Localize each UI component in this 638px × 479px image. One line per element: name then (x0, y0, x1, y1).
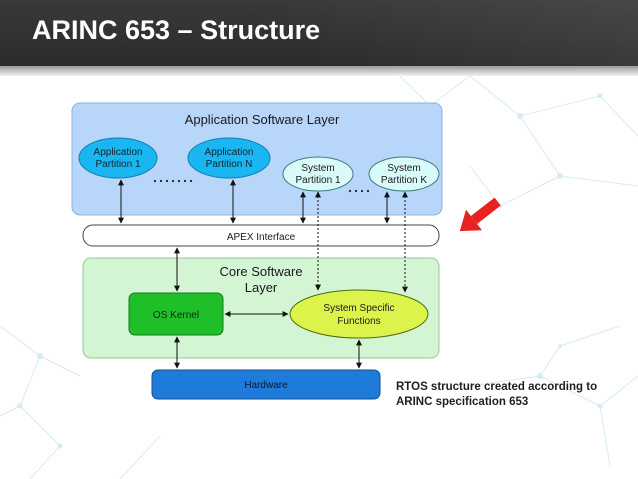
slide-title: ARINC 653 – Structure (32, 15, 321, 45)
title-bar-sheen (278, 0, 638, 66)
diagram-caption: RTOS structure created according to ARIN… (396, 380, 626, 410)
red-pointer-arrow-icon (459, 197, 501, 232)
app-partition-n-line1: Application (205, 147, 254, 158)
core-layer-label-line2: Layer (245, 280, 278, 295)
application-layer-label: Application Software Layer (185, 112, 340, 127)
ellipsis-dots-sys (348, 189, 370, 193)
app-partition-1-line2: Partition 1 (95, 159, 140, 170)
system-specific-functions (289, 289, 429, 339)
sys-partition-k-line2: Partition K (381, 175, 427, 186)
system-partition-1 (282, 156, 354, 192)
ellipsis-dots-app (153, 179, 193, 183)
caption-line-1: RTOS structure created according to (396, 381, 598, 393)
app-partition-1-line1: Application (94, 147, 143, 158)
os-kernel-box (128, 292, 224, 336)
title-underline-band (0, 66, 638, 76)
background-network-pattern (0, 76, 638, 479)
sys-partition-k-line1: System (387, 163, 420, 174)
apex-interface-bar (82, 224, 440, 247)
hardware-box (151, 369, 381, 400)
slide-title-bar: ARINC 653 – Structure (0, 0, 638, 66)
os-kernel-label: OS Kernel (153, 310, 199, 321)
ssf-label-line2: Functions (337, 316, 380, 327)
system-partition-k (368, 156, 440, 192)
application-partition-n (187, 137, 271, 179)
caption-line-2: ARINC specification 653 (396, 396, 529, 408)
sys-partition-1-line2: Partition 1 (295, 175, 340, 186)
application-partition-1 (78, 137, 158, 179)
hardware-label: Hardware (244, 380, 288, 391)
apex-interface-label: APEX Interface (227, 232, 296, 243)
core-layer-label-line1: Core Software (219, 264, 302, 279)
app-partition-n-line2: Partition N (206, 159, 253, 170)
ssf-label-line1: System Specific (323, 303, 394, 314)
sys-partition-1-line1: System (301, 163, 334, 174)
